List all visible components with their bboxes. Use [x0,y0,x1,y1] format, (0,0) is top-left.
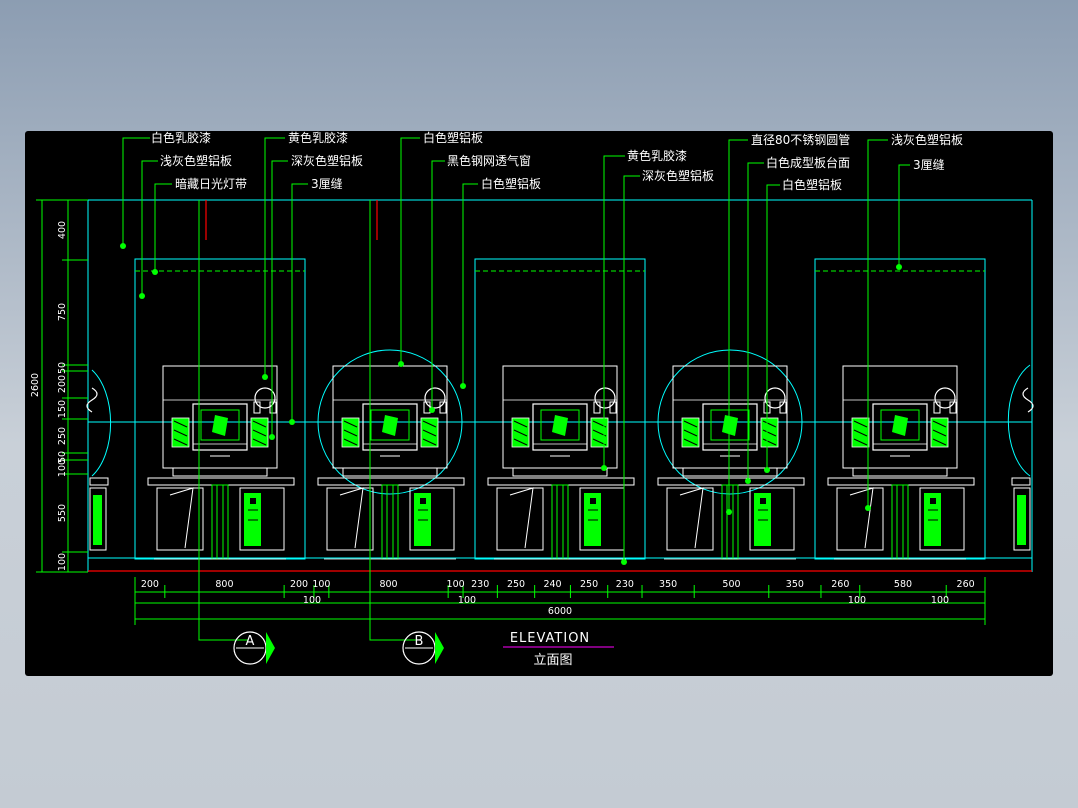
callout-white-panel-3: 白色塑铝板 [782,177,842,192]
callout-white-panel: 白色塑铝板 [423,131,483,145]
callout-white-panel-2: 白色塑铝板 [481,176,541,191]
elevation-drawing: 白色乳胶漆 浅灰色塑铝板 暗藏日光灯带 黄色乳胶漆 深灰色塑铝板 3厘缝 白色塑… [30,131,1034,668]
dim-50a: 50 [57,362,68,374]
callout-black-mesh-vent: 黑色钢网透气窗 [447,153,531,168]
dim-bottom-0: 200 [141,579,159,590]
leader-dots [120,243,902,565]
bottom-dimension-ticks [134,577,986,625]
title-english: ELEVATION [510,631,590,646]
dim-bottom-14: 260 [831,579,849,590]
section-label-a: A [246,634,255,649]
material-callouts: 白色乳胶漆 浅灰色塑铝板 暗藏日光灯带 黄色乳胶漆 深灰色塑铝板 3厘缝 白色塑… [151,131,963,192]
callout-steel-tube: 直径80不锈钢圆管 [751,132,850,147]
section-marker-a: A [198,200,275,665]
callout-white-worktop: 白色成型板台面 [766,155,850,170]
dim-150: 150 [57,400,68,418]
dim-bottom-13: 350 [786,579,804,590]
section-marker-b: B [369,200,444,665]
dim-bottom-8: 240 [543,579,561,590]
dim-bottom-16: 260 [957,579,975,590]
dim-bottom-2: 200 [290,579,308,590]
computer-stations [86,365,1034,560]
partial-workstation [86,387,109,551]
dim-200: 200 [57,375,68,393]
dim-sub-1: 100 [303,595,321,606]
dim-400: 400 [57,221,68,239]
sub-dimension-texts: 100 100 100 100 6000 [303,595,949,617]
callout-3mm-gap-2: 3厘缝 [913,157,945,172]
dim-sub-3: 100 [848,595,866,606]
dim-total-height: 2600 [30,373,41,397]
callout-dark-grey-panel-2: 深灰色塑铝板 [642,168,714,183]
dim-bottom-6: 230 [471,579,489,590]
workstation [827,365,975,560]
left-dimension-chain [36,199,88,573]
cad-canvas: 白色乳胶漆 浅灰色塑铝板 暗藏日光灯带 黄色乳胶漆 深灰色塑铝板 3厘缝 白色塑… [25,131,1053,676]
dim-bottom-10: 230 [616,579,634,590]
callout-light-grey-panel-2: 浅灰色塑铝板 [891,132,963,147]
callout-3mm-gap: 3厘缝 [311,176,343,191]
callout-yellow-latex-2: 黄色乳胶漆 [627,148,687,163]
floor-line [88,200,1032,572]
workstation [317,365,465,560]
dim-sub-2: 100 [458,595,476,606]
dim-bottom-15: 580 [894,579,912,590]
section-label-b: B [415,634,424,649]
wall-structure [87,199,1033,572]
callout-dark-grey-panel: 深灰色塑铝板 [291,153,363,168]
dim-bottom-7: 250 [507,579,525,590]
dim-250: 250 [57,427,68,445]
workstation [657,365,805,560]
left-dimension-texts: 2600 400 750 50 200 150 250 50 100 550 1… [30,221,68,571]
partial-workstation [1011,387,1034,551]
dim-50b: 50 [57,451,68,463]
dim-bottom-5: 100 [447,579,465,590]
callout-hidden-lightstrip: 暗藏日光灯带 [175,176,247,191]
bottom-dimension-texts: 200 800 200 100 800 100 230 250 240 250 230 350 500 3… [141,579,975,590]
callout-light-grey-panel: 浅灰色塑铝板 [160,153,232,168]
dim-bottom-9: 250 [580,579,598,590]
dim-750: 750 [57,303,68,321]
dim-550: 550 [57,504,68,522]
title-chinese: 立面图 [533,653,572,668]
dim-100b: 100 [57,553,68,571]
workstation [147,365,295,560]
drawing-title: ELEVATION 立面图 [503,631,614,668]
bottom-dimension-lines [135,591,985,620]
dim-bottom-11: 350 [659,579,677,590]
dim-bottom-12: 500 [722,579,740,590]
dim-bottom-3: 100 [312,579,330,590]
callout-white-latex: 白色乳胶漆 [151,131,211,145]
dim-100a: 100 [57,459,68,477]
dim-bottom-1: 800 [215,579,233,590]
dim-total-width: 6000 [548,606,572,617]
callout-yellow-latex: 黄色乳胶漆 [288,131,348,145]
dim-bottom-4: 800 [379,579,397,590]
leader-lines [122,137,910,562]
workstation [487,365,635,560]
dim-sub-4: 100 [931,595,949,606]
